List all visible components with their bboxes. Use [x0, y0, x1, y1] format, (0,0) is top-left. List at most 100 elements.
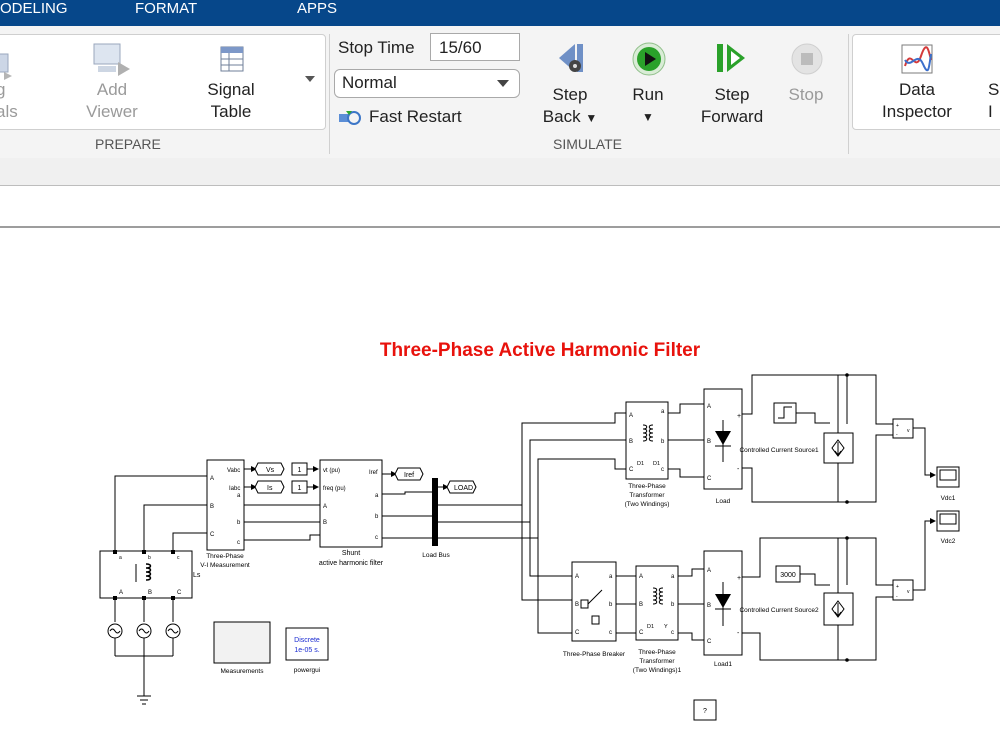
t2-winding-1: D1: [647, 624, 654, 630]
transformer2-coil-icon: [652, 587, 664, 605]
ac-voltage-sources[interactable]: [107, 600, 181, 705]
source-port-A: A: [119, 590, 123, 596]
source-label: Ls: [193, 572, 201, 579]
prepare-expand-icon[interactable]: [300, 72, 320, 91]
goto-vs[interactable]: Vs: [244, 462, 285, 476]
source-port-a: a: [119, 555, 122, 561]
load1-label: Load1: [714, 661, 732, 668]
shunt-active-filter-block[interactable]: vt (pu) freq (pu) Iref A B a b c: [319, 459, 383, 548]
t2-port-b: b: [671, 602, 675, 608]
scope-vdc1[interactable]: [936, 466, 960, 488]
goto-iref-label: Iref: [404, 472, 414, 479]
goto-is[interactable]: Is: [244, 480, 285, 494]
brk-port-B: B: [575, 602, 579, 608]
step-block[interactable]: [773, 402, 830, 424]
t1-label-2: Transformer: [629, 492, 665, 499]
help-block-label: ?: [703, 708, 707, 715]
load-port-B: B: [707, 439, 711, 445]
t1-to-load-wires: [668, 403, 704, 478]
stop-time-label: Stop Time: [338, 38, 415, 57]
controlled-current-source-2[interactable]: [823, 592, 854, 626]
voltage-meas-1[interactable]: +-v: [892, 418, 936, 478]
three-phase-source[interactable]: a b c A B C: [99, 550, 193, 600]
t2-label-1: Three-Phase: [638, 649, 676, 656]
dc-circuit-2: [742, 537, 893, 661]
brk-port-b: b: [609, 602, 613, 608]
shunt-in-freq: freq (pu): [323, 486, 346, 492]
stop-time-input[interactable]: 15/60: [430, 33, 520, 61]
simulate-section-label: SIMULATE: [553, 136, 622, 152]
stop-button[interactable]: Stop: [788, 85, 824, 104]
transformer-2[interactable]: A B C a b c D1 Y: [635, 565, 679, 641]
t1-label-1: Three-Phase: [628, 483, 666, 490]
measurements-label: Measurements: [221, 668, 265, 675]
transformer-1[interactable]: A B C a b c D1 D1: [625, 401, 669, 480]
t2-port-A: A: [639, 574, 643, 580]
signal-table-icon: [220, 46, 244, 77]
tab-apps[interactable]: APPS: [297, 0, 338, 17]
simulation-mode-dropdown[interactable]: Normal: [334, 69, 520, 98]
t1-port-A: A: [629, 413, 633, 419]
measurements-subsystem[interactable]: [213, 621, 271, 664]
vi-iabc-port: Iabc: [229, 486, 240, 492]
svg-text:+: +: [737, 575, 741, 582]
load-rectifier-2[interactable]: A B C +-: [703, 550, 743, 656]
svg-text:v: v: [907, 589, 910, 595]
shunt-in-vt: vt (pu): [323, 468, 340, 474]
goto-vs-label: Vs: [266, 467, 275, 474]
inductor-icon: [145, 563, 152, 581]
t1-port-B: B: [629, 439, 633, 445]
chevron-down-icon: [497, 80, 509, 87]
t2-winding-2: Y: [664, 624, 668, 630]
address-bar: [0, 186, 1000, 228]
transformer-coil-icon: [642, 424, 654, 442]
help-block[interactable]: ?: [693, 699, 717, 721]
t1-port-a: a: [661, 409, 665, 415]
powergui-block[interactable]: Discrete 1e-05 s.: [285, 627, 329, 661]
constant-3000[interactable]: 3000: [775, 565, 830, 586]
controlled-current-source-1[interactable]: [823, 432, 854, 464]
svg-text:-: -: [896, 594, 898, 600]
three-phase-breaker[interactable]: A B C a b c: [571, 561, 617, 642]
tab-format[interactable]: FORMAT: [135, 0, 198, 17]
step-forward-icon: [713, 42, 749, 79]
voltage-meas-2[interactable]: +-v: [892, 518, 936, 601]
constant-2-value: 1: [298, 485, 302, 492]
t1-winding-1: D1: [637, 461, 644, 467]
signals-icon: [0, 50, 14, 85]
load-bus[interactable]: LOAD: [432, 478, 477, 546]
simulink-diagram: Three-Phase Active Harmonic Filter a b c…: [99, 340, 960, 721]
breaker-label: Three-Phase Breaker: [563, 651, 626, 658]
t2-port-B: B: [639, 602, 643, 608]
svg-text:-: -: [737, 466, 740, 473]
vi-measurement-block[interactable]: A B C a b c Vabc Iabc: [206, 459, 245, 551]
load1-port-C: C: [707, 639, 712, 645]
source-port-B: B: [148, 590, 152, 596]
fast-restart-button[interactable]: Fast Restart: [369, 107, 462, 126]
svg-text:-: -: [737, 630, 740, 637]
svg-text:+: +: [737, 413, 741, 420]
model-canvas[interactable]: Three-Phase Active Harmonic Filter a b c…: [0, 228, 1000, 750]
prepare-section-label: PREPARE: [95, 136, 161, 152]
signals-button[interactable]: g als: [0, 80, 18, 121]
step-back-button[interactable]: Step Back ▼: [542, 85, 598, 126]
vi-meas-label-1: Three-Phase: [206, 553, 244, 560]
constant-2[interactable]: 1: [291, 480, 319, 494]
tab-modeling[interactable]: ODELING: [0, 0, 68, 17]
scope-vdc2[interactable]: [936, 510, 960, 532]
run-button[interactable]: Run ▼: [632, 85, 664, 124]
simulation-mode-value: Normal: [342, 73, 397, 92]
shunt-label-2: active harmonic filter: [319, 560, 384, 567]
shunt-out-iref: Iref: [369, 470, 378, 476]
toolstrip-tab-bar: ODELING FORMAT APPS: [0, 0, 1000, 26]
constant-1[interactable]: 1: [291, 462, 319, 476]
svg-text:+: +: [896, 423, 899, 429]
goto-iref[interactable]: Iref: [382, 467, 424, 481]
load-rectifier-1[interactable]: A B C +-: [703, 388, 743, 490]
shunt-port-A: A: [323, 504, 327, 510]
